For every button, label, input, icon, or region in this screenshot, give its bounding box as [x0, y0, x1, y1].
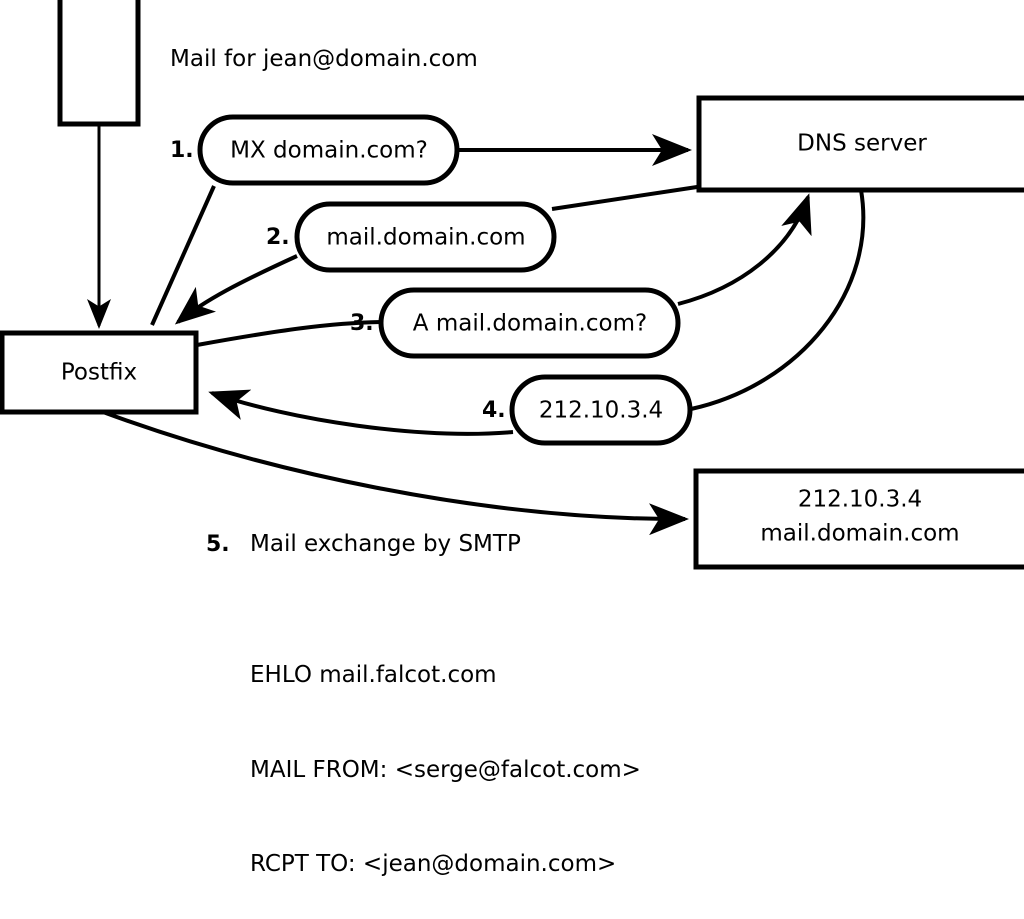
node-dns-label: DNS server — [797, 131, 927, 157]
edge-postfix-to-step3 — [196, 320, 382, 347]
step-number-4: 4. — [482, 398, 506, 423]
edge-dns-to-step4 — [690, 189, 866, 411]
node-postfix-box — [0, 330, 199, 415]
page-title: Mail for jean@domain.com — [170, 46, 478, 72]
bubble-step1 — [197, 114, 460, 186]
edge-dns-to-step2 — [551, 185, 698, 211]
smtp-line-ehlo: EHLO mail.falcot.com — [250, 662, 497, 688]
step-number-1: 1. — [170, 138, 194, 163]
edge-step2-to-postfix — [174, 254, 298, 325]
edge-postfix-to-mailserver — [102, 410, 689, 536]
edge-step3-to-dns — [677, 193, 812, 306]
bubble-step3 — [378, 287, 681, 359]
node-client-box — [57, 0, 141, 127]
smtp-transcript: EHLO mail.falcot.com MAIL FROM: <serge@f… — [250, 597, 641, 919]
bubble-step2-label: mail.domain.com — [326, 225, 525, 251]
node-mailserver-line1: 212.10.3.4 — [798, 487, 922, 513]
step-number-2: 2. — [266, 225, 290, 250]
node-mailserver-line2: mail.domain.com — [760, 521, 959, 547]
step-number-3: 3. — [350, 311, 374, 336]
node-postfix-label: Postfix — [61, 360, 137, 386]
bubble-step4 — [509, 374, 693, 446]
step-number-5: 5. — [206, 532, 230, 557]
smtp-line-mail-from: MAIL FROM: <serge@falcot.com> — [250, 756, 641, 783]
node-mailserver-box — [693, 468, 1024, 570]
node-dns-box — [696, 95, 1024, 193]
smtp-line-rcpt-to: RCPT TO: <jean@domain.com> — [250, 851, 617, 877]
bubble-step1-label: MX domain.com? — [230, 138, 428, 164]
step-label-5: Mail exchange by SMTP — [250, 531, 521, 557]
bubble-step3-label: A mail.domain.com? — [413, 311, 647, 337]
edge-step4-to-postfix — [208, 389, 514, 436]
bubble-step4-label: 212.10.3.4 — [539, 398, 663, 424]
bubble-step2 — [294, 201, 557, 273]
edge-postfix-to-step1 — [150, 185, 216, 326]
